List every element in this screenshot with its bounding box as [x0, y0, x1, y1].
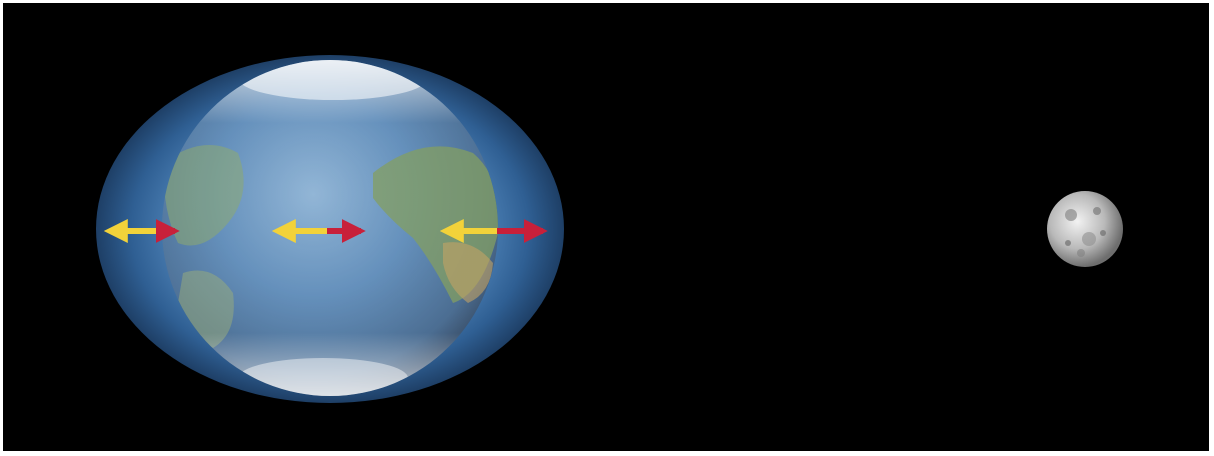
moon-icon: [1047, 191, 1123, 267]
diagram-canvas: [3, 3, 1209, 451]
tidal-diagram: [96, 55, 1123, 403]
